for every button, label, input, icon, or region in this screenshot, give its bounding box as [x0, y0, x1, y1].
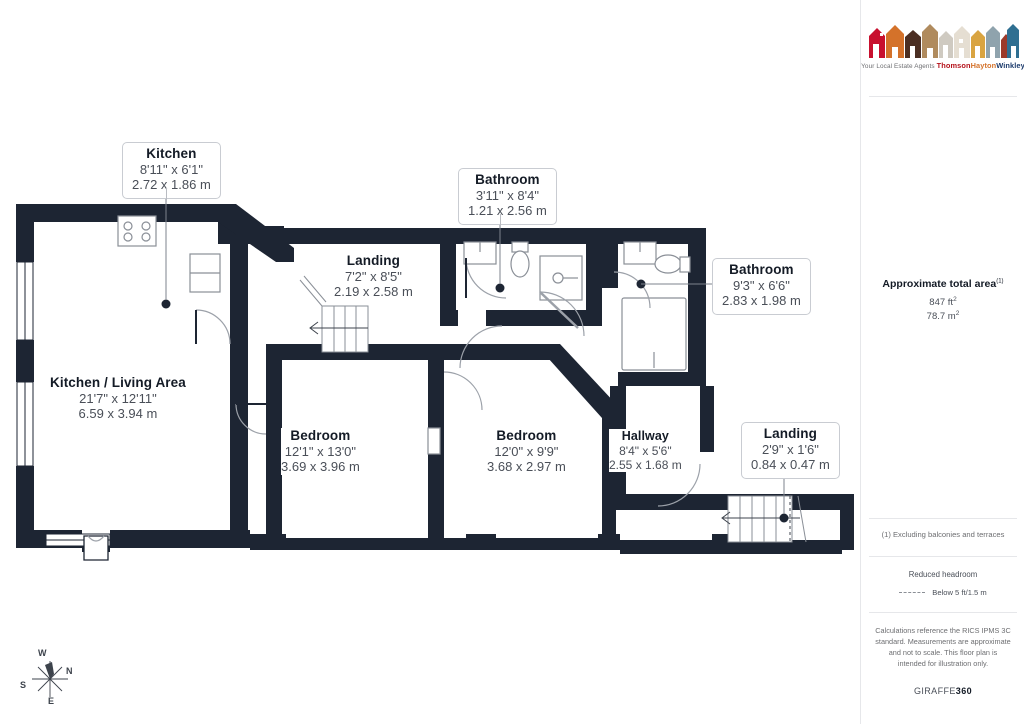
camera-markers: [161, 279, 789, 523]
total-area-metric-unit: 2: [955, 310, 960, 318]
sidebar: Your Local Estate Agents ThomsonHaytonWi…: [860, 0, 1024, 724]
room-label-bedroom-1: Bedroom 12'1" x 13'0" 3.69 x 3.96 m: [281, 428, 360, 475]
room-name: Kitchen: [146, 146, 197, 161]
room-dimensions-imperial: 3'11" x 8'4": [475, 187, 539, 203]
room-dimensions-imperial: 9'3" x 6'6": [732, 277, 790, 293]
footnote-block: (1) Excluding balconies and terraces: [861, 530, 1024, 539]
room-dimensions-imperial: 8'4" x 5'6": [619, 443, 672, 458]
room-name: Hallway: [621, 429, 669, 443]
total-area-metric: 78.7 m2: [861, 310, 1024, 322]
room-dimensions-imperial: 12'0" x 9'9": [494, 443, 559, 459]
total-area-imperial-unit: 2: [953, 296, 957, 303]
compass-north-label: N: [66, 666, 73, 676]
total-area-title: Approximate total area(1): [861, 278, 1024, 290]
compass-south-label: S: [20, 680, 27, 690]
room-dimensions-metric: 2.83 x 1.98 m: [722, 293, 801, 309]
room-name: Landing: [346, 253, 400, 268]
room-name: Bathroom: [475, 172, 540, 187]
room-dimensions-metric: 0.84 x 0.47 m: [751, 457, 830, 473]
room-dimensions-imperial: 7'2" x 8'5": [344, 268, 402, 284]
disclaimer-text: Calculations reference the RICS IPMS 3C …: [875, 626, 1011, 668]
room-name: Kitchen / Living Area: [50, 375, 186, 390]
room-label-bathroom-1: Bathroom 3'11" x 8'4" 1.21 x 2.56 m: [458, 168, 557, 225]
room-dimensions-imperial: 21'7" x 12'11": [79, 390, 157, 406]
reduced-headroom-title: Reduced headroom: [908, 570, 978, 579]
room-dimensions-metric: 6.59 x 3.94 m: [78, 406, 158, 422]
brand-thomson: Thomson: [936, 61, 971, 70]
total-area-imperial: 847 ft2: [861, 296, 1024, 308]
room-dimensions-imperial: 8'11" x 6'1": [139, 161, 203, 177]
room-dimensions-imperial: 2'9" x 1'6": [761, 441, 819, 457]
sidebar-divider-2: [869, 518, 1017, 519]
brand-winkley: Winkley: [996, 61, 1024, 70]
room-dimensions-metric: 2.72 x 1.86 m: [132, 177, 211, 193]
room-dimensions-imperial: 12'1" x 13'0": [284, 443, 357, 459]
total-area-metric-value: 78.7 m: [926, 311, 956, 323]
stairs-landing: [299, 275, 369, 353]
label-leader-kitchen: [166, 188, 167, 202]
room-name: Bathroom: [729, 262, 794, 277]
sidebar-divider-4: [869, 612, 1017, 613]
room-dimensions-metric: 3.69 x 3.96 m: [281, 459, 360, 475]
compass-rose: W N S E: [18, 648, 82, 710]
reduced-headroom-legend: Reduced headroom Below 5 ft/1.5 m: [861, 570, 1024, 597]
agency-logo: Your Local Estate Agents ThomsonHaytonWi…: [861, 22, 1024, 70]
bay-window: [83, 535, 109, 561]
total-area-footnote-marker: (1): [996, 278, 1004, 285]
room-dimensions-metric: 1.21 x 2.56 m: [468, 203, 547, 219]
room-label-kitchen-living-area: Kitchen / Living Area 21'7" x 12'11" 6.5…: [50, 375, 186, 422]
room-name: Landing: [763, 426, 817, 441]
logo-tagline-text: Your Local Estate Agents: [861, 63, 935, 70]
room-dimensions-metric: 2.19 x 2.58 m: [334, 284, 413, 300]
room-label-landing-upper: Landing 7'2" x 8'5" 2.19 x 2.58 m: [334, 253, 413, 300]
reduced-headroom-label: Below 5 ft/1.5 m: [932, 588, 987, 597]
logo-tagline: Your Local Estate Agents ThomsonHaytonWi…: [861, 61, 1024, 70]
compass-west-label: W: [38, 648, 47, 658]
houses-illustration: [869, 24, 1019, 58]
room-label-hallway: Hallway 8'4" x 5'6" 2.55 x 1.68 m: [609, 429, 682, 473]
room-label-bathroom-2: Bathroom 9'3" x 6'6" 2.83 x 1.98 m: [712, 258, 811, 315]
giraffe360-brand: GIRAFFE360: [861, 686, 1024, 696]
doors: [195, 257, 701, 507]
compass-east-label: E: [48, 696, 55, 706]
compass-icon: [32, 661, 68, 697]
footnote-text: (1) Excluding balconies and terraces: [881, 530, 1005, 539]
room-label-kitchen: Kitchen 8'11" x 6'1" 2.72 x 1.86 m: [122, 142, 221, 199]
room-dimensions-metric: 2.55 x 1.68 m: [609, 457, 682, 472]
logo-houses-icon: [867, 22, 1019, 58]
disclaimer-block: Calculations reference the RICS IPMS 3C …: [875, 626, 1011, 670]
brand-number: 360: [955, 686, 973, 696]
dashed-line-icon: [899, 592, 926, 593]
room-name: Bedroom: [496, 428, 557, 443]
floor-plan-drawing: [16, 190, 854, 561]
brand-name: GIRAFFE: [913, 686, 956, 696]
sidebar-divider-3: [869, 556, 1017, 557]
label-leader-bathroom-1: [500, 214, 501, 228]
total-area-block: Approximate total area(1) 847 ft2 78.7 m…: [861, 278, 1024, 322]
brand-hayton: Hayton: [970, 61, 997, 70]
room-name: Bedroom: [290, 428, 351, 443]
reduced-headroom-row: Below 5 ft/1.5 m: [861, 588, 1024, 597]
room-dimensions-metric: 3.68 x 2.97 m: [487, 459, 566, 475]
room-label-bedroom-2: Bedroom 12'0" x 9'9" 3.68 x 2.97 m: [487, 428, 566, 475]
sidebar-divider-1: [869, 96, 1017, 97]
total-area-title-text: Approximate total area: [882, 278, 997, 290]
room-label-landing-lower: Landing 2'9" x 1'6" 0.84 x 0.47 m: [741, 422, 840, 479]
total-area-imperial-value: 847 ft: [929, 297, 954, 309]
floor-plan-canvas: Kitchen 8'11" x 6'1" 2.72 x 1.86 m Bathr…: [16, 142, 854, 710]
fixtures: [117, 215, 691, 455]
